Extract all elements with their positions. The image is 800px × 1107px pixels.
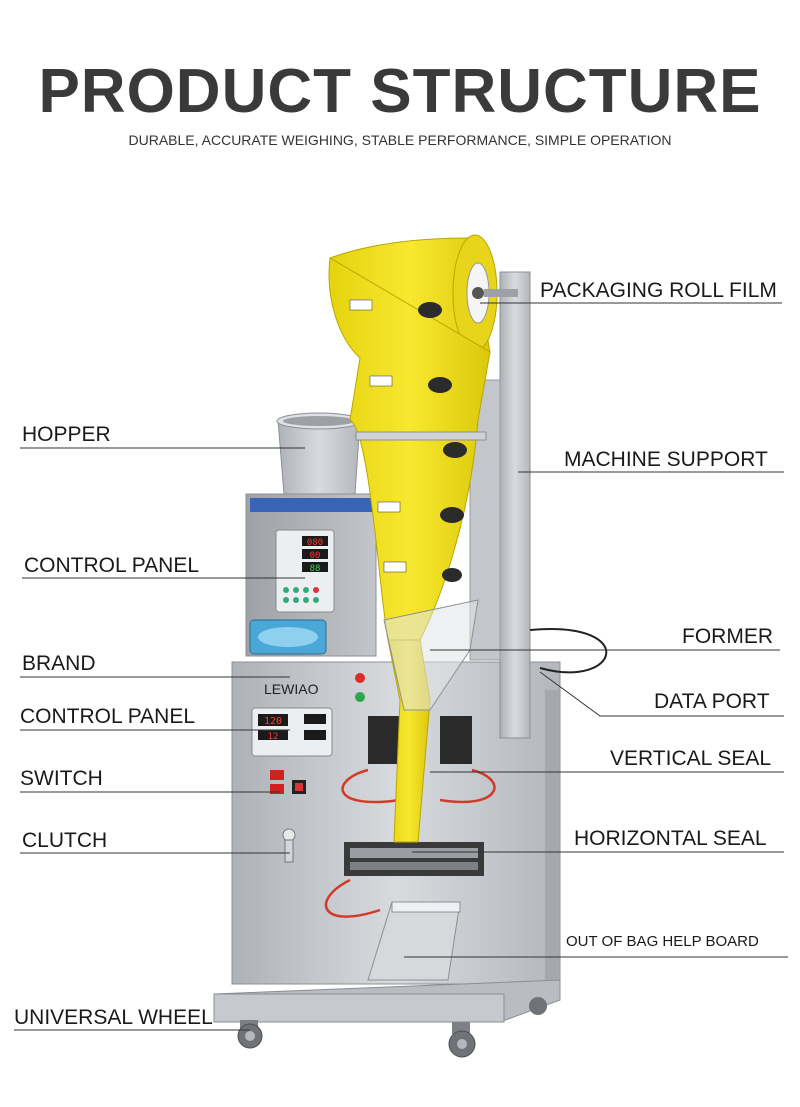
label-universal-wheel: UNIVERSAL WHEEL <box>14 1006 213 1029</box>
label-clutch: CLUTCH <box>22 829 108 852</box>
page-subtitle: DURABLE, ACCURATE WEIGHING, STABLE PERFO… <box>128 132 672 148</box>
leader-lines <box>14 302 788 1031</box>
top-control-panel: 080 00 88 <box>275 529 335 613</box>
display-top-1: 080 <box>307 538 323 548</box>
label-out-of-bag-help-board: OUT OF BAG HELP BOARD <box>566 933 759 950</box>
label-switch: SWITCH <box>20 767 103 790</box>
label-data-port: DATA PORT <box>654 690 770 713</box>
universal-wheel-icon <box>237 997 547 1058</box>
indicator-light-green <box>355 692 365 702</box>
brand-name: LEWIAO <box>264 681 319 697</box>
packaging-roll-film <box>328 234 518 843</box>
horizontal-seal-block <box>344 842 484 876</box>
label-machine-support: MACHINE SUPPORT <box>564 448 768 471</box>
label-control-panel-top: CONTROL PANEL <box>24 554 200 577</box>
clutch-icon <box>282 828 296 863</box>
label-control-panel-bottom: CONTROL PANEL <box>20 705 196 728</box>
vertical-seal-block <box>368 716 472 764</box>
out-of-bag-help-board <box>367 901 461 981</box>
data-cable <box>529 628 608 674</box>
brand-sticker <box>249 619 327 655</box>
display-top-3: 88 <box>310 564 321 574</box>
former-cone <box>383 599 479 711</box>
label-hopper: HOPPER <box>22 423 111 446</box>
page-title: PRODUCT STRUCTURE <box>38 57 762 126</box>
label-former: FORMER <box>682 625 773 648</box>
base-plate <box>213 979 561 1023</box>
hopper-icon <box>276 412 362 495</box>
label-packaging-roll-film: PACKAGING ROLL FILM <box>540 279 777 302</box>
label-horizontal-seal: HORIZONTAL SEAL <box>574 827 767 850</box>
indicator-light-red <box>355 673 365 683</box>
display-top-2: 00 <box>310 551 321 561</box>
display-bottom-1: 120 <box>264 716 282 727</box>
label-brand: BRAND <box>22 652 96 675</box>
heater-wires <box>324 768 496 918</box>
switch-icon <box>270 770 306 794</box>
display-bottom-2: 12 <box>268 732 279 742</box>
label-vertical-seal: VERTICAL SEAL <box>610 747 772 770</box>
bottom-control-panel: 120 12 <box>251 707 333 757</box>
